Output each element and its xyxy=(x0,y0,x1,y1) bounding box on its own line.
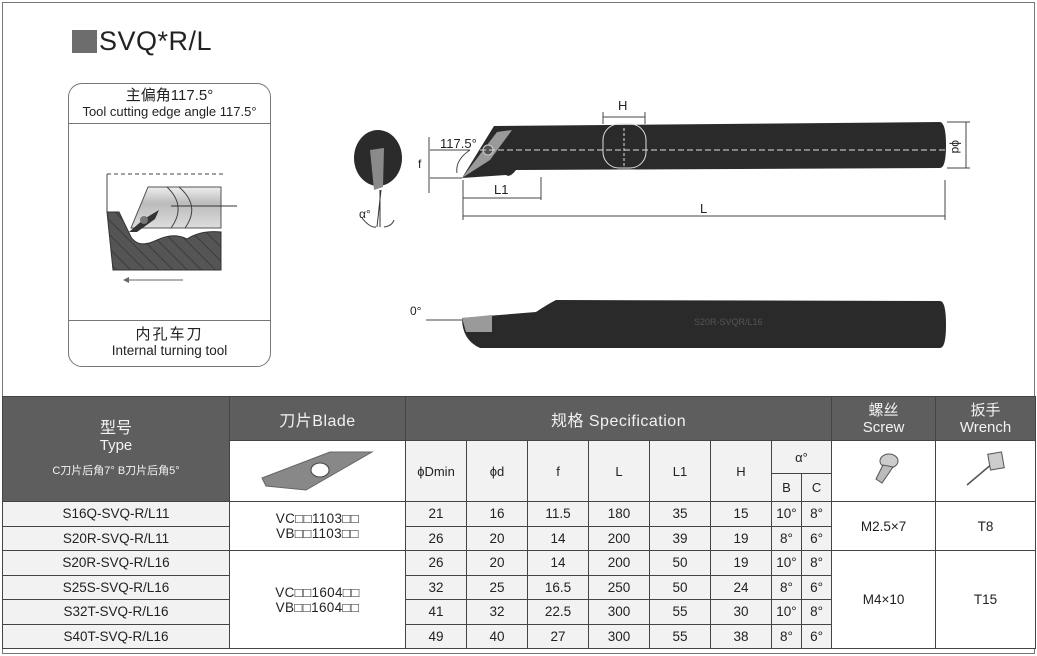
table-row: S32T-SVQ-R/L16 41 32 22.5 300 55 30 10° … xyxy=(2,599,1036,625)
blade-image-cell xyxy=(229,440,406,502)
wrench-image-cell xyxy=(935,440,1037,502)
l1-label: L1 xyxy=(494,182,508,197)
card-header: 主偏角117.5° Tool cutting edge angle 117.5° xyxy=(69,84,270,124)
title-text: SVQ*R/L xyxy=(99,26,213,56)
blade-header: 刀片Blade xyxy=(229,396,406,441)
wrench-header: 扳手 Wrench xyxy=(935,396,1037,441)
col-alpha: α° xyxy=(770,440,833,474)
zero-angle-label: 0° xyxy=(410,304,422,318)
title-square-icon xyxy=(72,30,97,53)
top-view xyxy=(428,112,970,220)
wrench-value: T8 xyxy=(935,501,1037,551)
card-illustration xyxy=(69,124,270,321)
type-header: 型号 Type C刀片后角7° B刀片后角5° xyxy=(2,396,230,502)
wrench-icon xyxy=(966,450,1005,486)
cutting-angle-cn: 主偏角117.5° xyxy=(125,87,214,104)
blade-code-cell: VC□□1604□□ VB□□1604□□ xyxy=(229,550,406,649)
card-footer: 内孔车刀 Internal turning tool xyxy=(69,321,270,358)
col-d: ϕd xyxy=(466,440,528,502)
spec-table: 型号 Type C刀片后角7° B刀片后角5° 刀片Blade 规格 Speci… xyxy=(2,396,1037,649)
side-view: S20R-SVQR/L16 xyxy=(426,300,946,348)
table-row: S20R-SVQ-R/L16 VC□□1604□□ VB□□1604□□ 26 … xyxy=(2,550,1037,649)
screw-value: M4×10 xyxy=(831,550,937,649)
screw-image-cell xyxy=(831,440,937,502)
col-L: L xyxy=(588,440,650,502)
table-row: S20R-SVQ-R/L11 26 20 14 200 39 19 8° 6° xyxy=(2,525,1036,551)
col-dmin: ϕDmin xyxy=(405,440,467,502)
spec-header: 规格 Specification xyxy=(404,396,833,441)
alpha-label: α° xyxy=(359,207,371,221)
internal-turning-illustration xyxy=(106,173,237,283)
screw-value: M2.5×7 xyxy=(831,501,937,551)
h-label: H xyxy=(618,98,627,113)
table-row: S40T-SVQ-R/L16 49 40 27 300 55 38 8° 6° xyxy=(2,623,1036,649)
l-label: L xyxy=(700,201,707,216)
tool-technical-drawing: S20R-SVQR/L16 117.5° f L1 L H ϕd α° 0° xyxy=(354,98,970,348)
col-L1: L1 xyxy=(649,440,711,502)
blade-code-cell: VC□□1103□□ VB□□1103□□ xyxy=(229,501,406,551)
col-f: f xyxy=(527,440,589,502)
col-alpha-B: B xyxy=(771,473,802,502)
angle-label: 117.5° xyxy=(440,136,477,151)
phi-d-label: ϕd xyxy=(949,140,963,153)
cutting-angle-en: Tool cutting edge angle 117.5° xyxy=(82,104,257,119)
table-row: S25S-SVQ-R/L16 32 25 16.5 250 50 24 8° 6… xyxy=(2,574,1036,600)
wrench-value: T15 xyxy=(935,550,1037,649)
page-title: SVQ*R/L xyxy=(72,26,212,57)
table-row: S16Q-SVQ-R/L11 VC□□1103□□ VB□□1103□□ 21 … xyxy=(2,501,1037,551)
blade-insert-icon xyxy=(260,451,374,491)
tool-type-en: Internal turning tool xyxy=(111,343,228,358)
screw-icon xyxy=(874,453,899,484)
screw-header: 螺丝 Screw xyxy=(831,396,937,441)
col-alpha-C: C xyxy=(800,473,833,502)
f-label: f xyxy=(418,157,422,171)
col-H: H xyxy=(710,440,772,502)
tool-info-card: 主偏角117.5° Tool cutting edge angle 117.5° xyxy=(68,83,271,367)
end-view xyxy=(354,130,402,228)
tool-type-cn: 内孔车刀 xyxy=(135,326,204,343)
engraving-text: S20R-SVQR/L16 xyxy=(694,317,763,327)
